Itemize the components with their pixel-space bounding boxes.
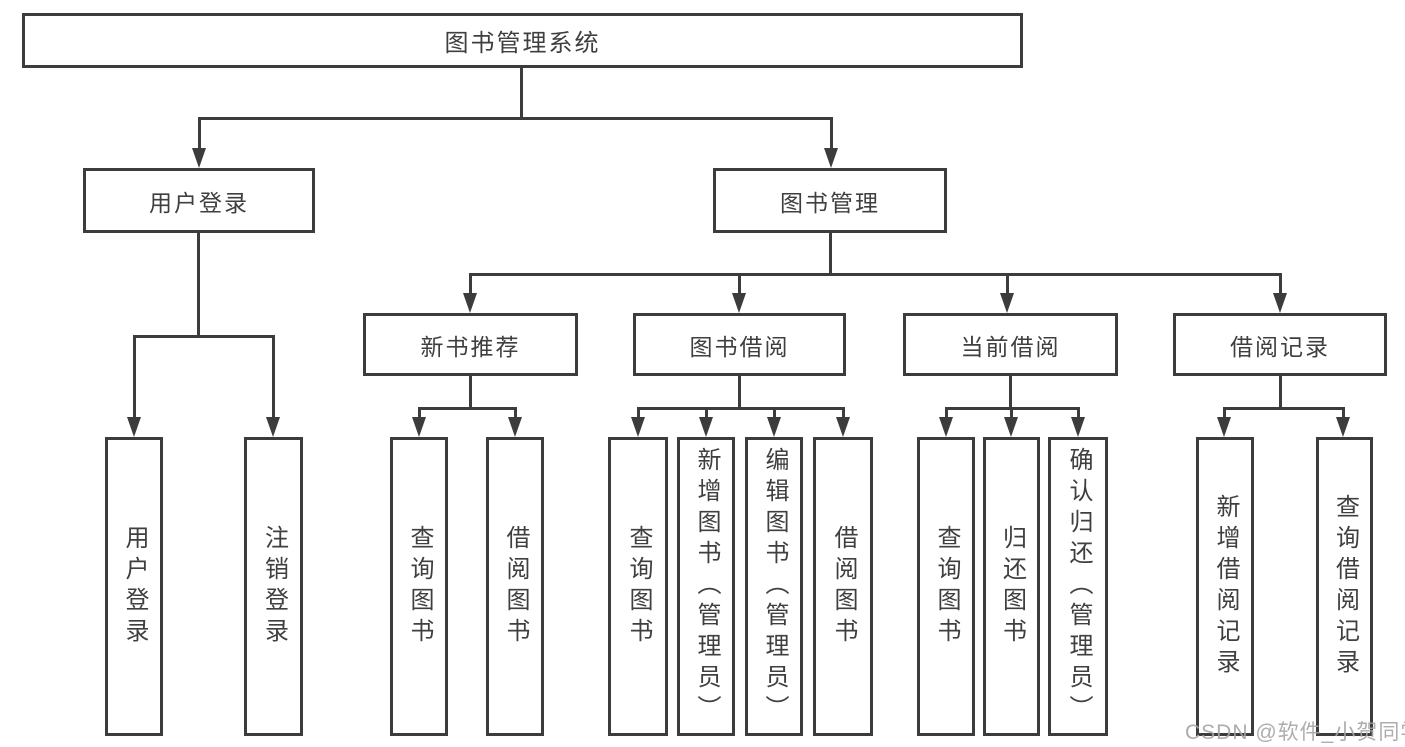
node-query-books: 查询图书 [608, 437, 668, 736]
connector-line [842, 407, 845, 420]
arrow-down-icon [836, 417, 850, 437]
node-label: 借阅记录 [1230, 333, 1330, 360]
node-query-books: 查询图书 [917, 437, 975, 736]
arrow-down-icon [266, 417, 280, 437]
arrow-down-icon [412, 417, 426, 437]
node-root: 图书管理系统 [22, 13, 1023, 68]
node-edit-books-admin: 编辑图书（管理员） [745, 437, 803, 736]
node-label: 归还图书 [998, 524, 1026, 649]
connector-line [1077, 407, 1080, 420]
arrow-down-icon [1336, 417, 1350, 437]
arrow-down-icon [463, 293, 477, 313]
connector-line [1279, 376, 1282, 410]
node-label: 新书推荐 [420, 333, 521, 360]
node-label: 注销登录 [260, 524, 288, 649]
arrow-down-icon [699, 417, 713, 437]
connector-line [514, 407, 517, 420]
connector-line [1010, 407, 1013, 420]
node-current-borrow: 当前借阅 [903, 313, 1118, 376]
node-new-book-recommend: 新书推荐 [363, 313, 578, 376]
arrow-down-icon [1217, 417, 1231, 437]
node-label: 图书管理 [780, 189, 880, 216]
connector-line [469, 376, 472, 410]
connector-line [469, 273, 472, 295]
connector-line [1223, 407, 1226, 420]
node-query-books: 查询图书 [390, 437, 448, 736]
connector-line [197, 233, 200, 338]
connector-line [198, 117, 833, 120]
connector-line [272, 335, 275, 419]
connector-line [418, 407, 517, 410]
arrow-down-icon [1004, 417, 1018, 437]
node-label: 用户登录 [121, 524, 148, 649]
node-label: 确认归还（管理员） [1065, 447, 1092, 726]
node-confirm-return-admin: 确认归还（管理员） [1048, 437, 1108, 736]
node-logout: 注销登录 [244, 437, 303, 736]
node-user-login-action: 用户登录 [105, 437, 163, 736]
connector-line [133, 335, 136, 419]
node-query-borrow-record: 查询借阅记录 [1316, 437, 1373, 736]
node-label: 新增借阅记录 [1212, 493, 1239, 680]
node-label: 查询图书 [406, 524, 433, 649]
arrow-down-icon [939, 417, 953, 437]
connector-line [738, 273, 741, 295]
node-add-books-admin: 新增图书（管理员） [677, 437, 735, 736]
connector-line [637, 407, 845, 410]
arrow-down-icon [1273, 293, 1287, 313]
node-user-login: 用户登录 [83, 168, 315, 233]
arrow-down-icon [127, 417, 141, 437]
connector-line [705, 407, 708, 420]
node-label: 图书借阅 [689, 333, 790, 360]
connector-line [1006, 273, 1009, 295]
arrow-down-icon [767, 417, 781, 437]
connector-line [469, 273, 1282, 276]
node-borrow-books: 借阅图书 [486, 437, 544, 736]
connector-line [945, 407, 948, 420]
connector-line [637, 407, 640, 420]
node-book-management: 图书管理 [713, 168, 947, 233]
node-label: 图书管理系统 [444, 30, 601, 57]
node-label: 查询借阅记录 [1331, 493, 1359, 680]
arrow-down-icon [508, 417, 522, 437]
arrow-down-icon [631, 417, 645, 437]
connector-line [829, 233, 832, 276]
connector-line [1223, 407, 1345, 410]
connector-line [1342, 407, 1345, 420]
connector-line [133, 335, 275, 338]
connector-line [1279, 273, 1282, 295]
arrow-down-icon [192, 148, 206, 168]
node-label: 当前借阅 [960, 333, 1061, 360]
node-borrow-records: 借阅记录 [1173, 313, 1387, 376]
csdn-watermark: CSDN @软件_小贺同学 [1185, 721, 1405, 744]
node-label: 查询图书 [933, 524, 960, 649]
arrow-down-icon [1000, 293, 1014, 313]
connector-line [773, 407, 776, 420]
arrow-down-icon [732, 293, 746, 313]
connector-line [198, 117, 201, 150]
node-add-borrow-record: 新增借阅记录 [1196, 437, 1254, 736]
connector-line [418, 407, 421, 420]
node-label: 编辑图书（管理员） [761, 447, 788, 726]
node-label: 查询图书 [625, 524, 652, 649]
arrow-down-icon [1071, 417, 1085, 437]
node-label: 用户登录 [149, 189, 249, 216]
node-return-books: 归还图书 [983, 437, 1040, 736]
node-borrow-books: 借阅图书 [813, 437, 873, 736]
connector-line [738, 376, 741, 410]
node-label: 借阅图书 [830, 524, 857, 649]
node-label: 新增图书（管理员） [693, 447, 720, 726]
connector-line [830, 117, 833, 150]
connector-line [1009, 376, 1012, 410]
node-label: 借阅图书 [502, 524, 529, 649]
node-book-borrow: 图书借阅 [633, 313, 846, 376]
arrow-down-icon [824, 148, 838, 168]
connector-line [520, 68, 523, 120]
